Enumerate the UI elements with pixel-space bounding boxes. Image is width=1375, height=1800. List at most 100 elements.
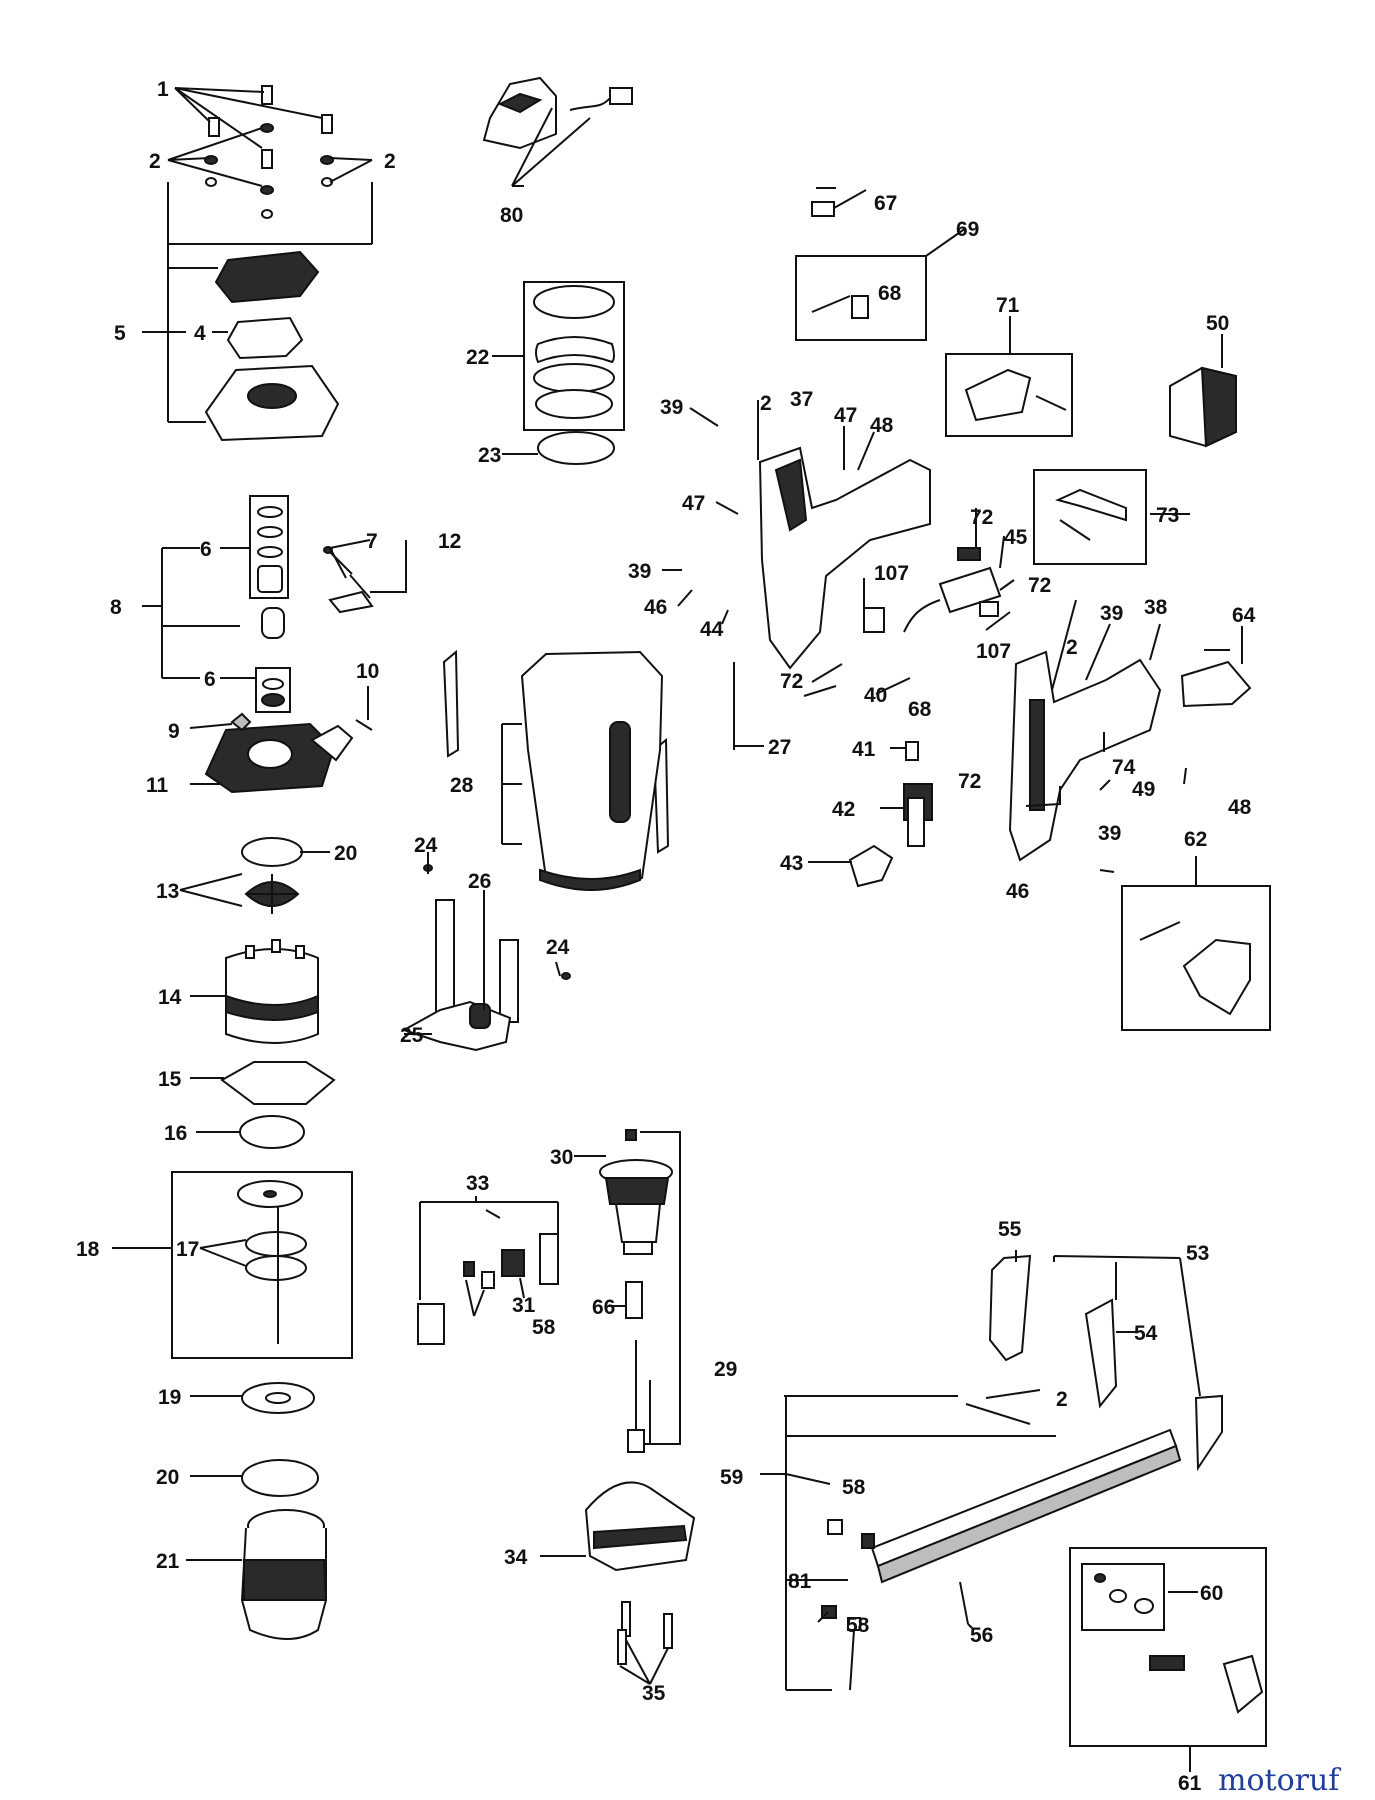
part-battery-50 [1169, 366, 1237, 448]
callout: 54 [1134, 1322, 1158, 1345]
part-head-11 [204, 712, 373, 794]
callout: 11 [146, 774, 169, 797]
part-bumper-19 [241, 1382, 315, 1414]
callout: 7 [366, 530, 378, 553]
callout: 12 [438, 530, 461, 553]
callout: 45 [1004, 526, 1028, 549]
callout: 22 [466, 346, 489, 369]
callout: 20 [156, 1466, 179, 1489]
part-cylinder-14 [225, 939, 319, 1044]
callout: 19 [158, 1386, 181, 1409]
part-screws-1 [204, 85, 334, 219]
part-housing-21 [240, 1459, 328, 1640]
callout: 2 [149, 150, 161, 173]
callout: 14 [158, 986, 182, 1009]
callout: 58 [846, 1614, 870, 1637]
part-body-28 [442, 649, 670, 891]
callout: 44 [700, 618, 724, 641]
part-trigger-42-43 [848, 741, 933, 888]
callout: 39 [660, 396, 683, 419]
callout: 62 [1184, 828, 1207, 851]
callout: 72 [780, 670, 803, 693]
callout: 39 [1100, 602, 1123, 625]
callout: 24 [414, 834, 438, 857]
part-rings-15-16 [220, 1061, 336, 1149]
callout: 66 [592, 1296, 615, 1319]
part-driver-29 [625, 1281, 651, 1453]
callout: 48 [1228, 796, 1252, 819]
part-cap-5 [204, 250, 340, 442]
part-switch-45 [863, 547, 1002, 633]
callout-labels: 1 2 2 4 5 6 6 7 8 9 10 11 12 13 14 15 16… [76, 78, 1256, 1795]
callout: 35 [642, 1682, 666, 1705]
callout: 68 [878, 282, 902, 305]
callout: 59 [720, 1466, 743, 1489]
callout: 107 [874, 562, 909, 585]
callout: 58 [842, 1476, 866, 1499]
callout: 4 [194, 322, 206, 345]
callout: 10 [356, 660, 379, 683]
part-cover-71 [945, 353, 1073, 437]
part-handle-38 [1008, 650, 1162, 862]
callout: 23 [478, 444, 501, 467]
part-harness-67 [795, 189, 927, 341]
callout: 24 [546, 936, 570, 959]
part-nuts-81 [821, 1519, 875, 1631]
part-orings-22 [523, 281, 625, 465]
callout: 72 [1028, 574, 1051, 597]
callout: 68 [908, 698, 932, 721]
part-piston-18 [171, 1171, 353, 1359]
callout: 41 [852, 738, 876, 761]
callout: 72 [958, 770, 981, 793]
part-nosepiece-34 [584, 1481, 696, 1572]
callout: 40 [864, 684, 887, 707]
callout: 25 [400, 1024, 424, 1047]
callout: 2 [1066, 636, 1078, 659]
callout: 2 [1056, 1388, 1068, 1411]
callout: 67 [874, 192, 897, 215]
callout: 47 [682, 492, 705, 515]
callout: 9 [168, 720, 180, 743]
callout: 18 [76, 1238, 100, 1261]
callout: 81 [788, 1570, 812, 1593]
callout: 55 [998, 1218, 1022, 1241]
callout: 2 [384, 150, 396, 173]
callout: 21 [156, 1550, 180, 1573]
callout: 2 [760, 392, 772, 415]
part-seals-13 [241, 837, 303, 914]
callout: 49 [1132, 778, 1155, 801]
callout: 43 [780, 852, 803, 875]
callout: 27 [768, 736, 791, 759]
callout: 73 [1156, 504, 1179, 527]
part-magazine-56 [870, 1428, 1182, 1584]
part-bracket-64 [1180, 660, 1252, 708]
part-switch-31 [417, 1209, 559, 1345]
part-charger-80 [482, 76, 633, 150]
part-orings-6 [249, 495, 291, 713]
callout: 15 [158, 1068, 182, 1091]
callout: 33 [466, 1172, 489, 1195]
callout: 37 [790, 388, 813, 411]
callout: 8 [110, 596, 122, 619]
part-handle-37 [758, 446, 931, 670]
callout: 17 [176, 1238, 199, 1261]
callout: 53 [1186, 1242, 1209, 1265]
callout: 61 [1178, 1772, 1202, 1795]
watermark-logo: motoruf [1218, 1763, 1341, 1798]
callout: 39 [1098, 822, 1121, 845]
part-grip-62 [1121, 885, 1271, 1031]
part-clamp-73 [1033, 469, 1147, 565]
callout: 6 [200, 538, 212, 561]
part-latch-60-61 [1069, 1547, 1267, 1747]
callout: 46 [1006, 880, 1029, 903]
callout: 5 [114, 322, 126, 345]
callout: 56 [970, 1624, 993, 1647]
part-screws-35 [617, 1601, 673, 1665]
callout: 34 [504, 1546, 528, 1569]
callout: 26 [468, 870, 491, 893]
callout: 38 [1144, 596, 1168, 619]
callout: 28 [450, 774, 474, 797]
callout: 47 [834, 404, 857, 427]
part-pusher-53 [988, 1254, 1223, 1472]
